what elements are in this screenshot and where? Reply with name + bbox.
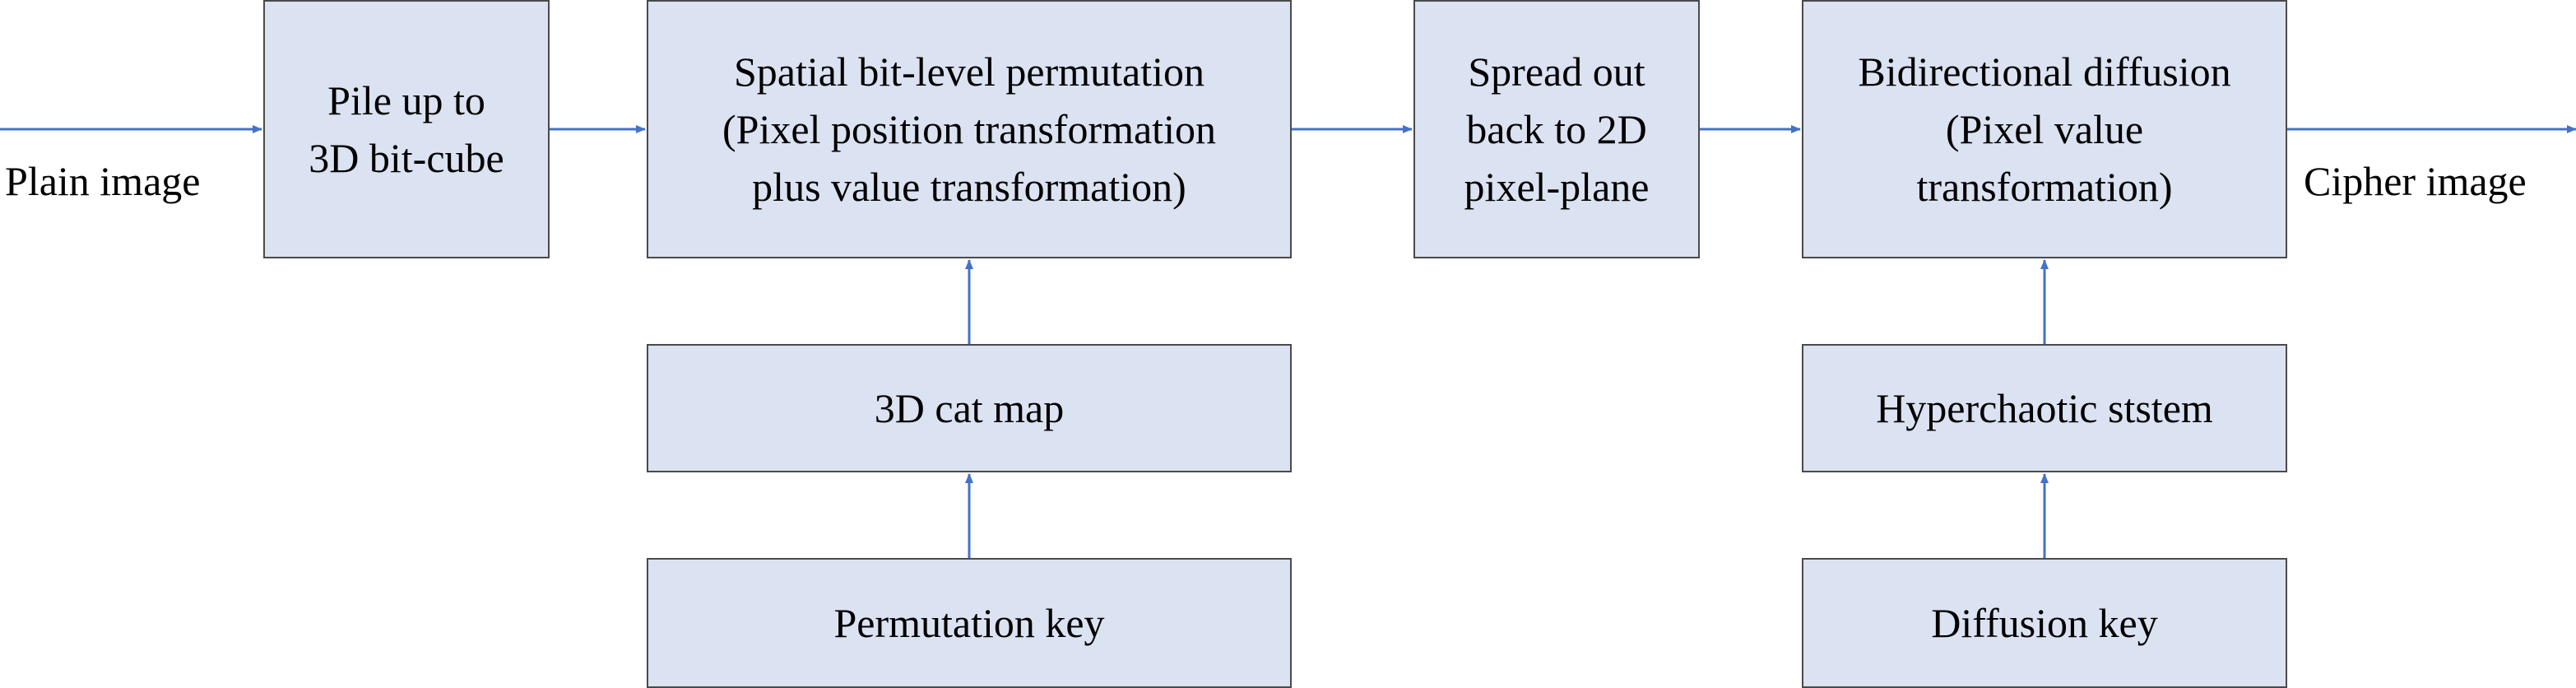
permutation-line-2: (Pixel position transformation bbox=[722, 106, 1216, 152]
pile-up-box: Pile up to 3D bit-cube bbox=[263, 0, 550, 258]
diffusion-line-3: transformation) bbox=[1916, 164, 2173, 210]
permutation-key-label: Permutation key bbox=[833, 600, 1105, 646]
cat-map-box: 3D cat map bbox=[647, 344, 1292, 472]
pile-up-line-1: Pile up to bbox=[327, 77, 485, 123]
spread-out-line-3: pixel-plane bbox=[1464, 164, 1650, 210]
spread-out-line-1: Spread out bbox=[1468, 49, 1645, 95]
permutation-key-box: Permutation key bbox=[647, 558, 1292, 688]
diffusion-box: Bidirectional diffusion (Pixel value tra… bbox=[1802, 0, 2287, 258]
plain-image-label: Plain image bbox=[5, 158, 201, 204]
diffusion-line-1: Bidirectional diffusion bbox=[1858, 49, 2231, 95]
spread-out-line-2: back to 2D bbox=[1466, 106, 1647, 152]
spread-out-box: Spread out back to 2D pixel-plane bbox=[1413, 0, 1700, 258]
permutation-line-3: plus value transformation) bbox=[752, 164, 1186, 210]
diffusion-line-2: (Pixel value bbox=[1945, 106, 2144, 152]
pile-up-line-2: 3D bit-cube bbox=[309, 135, 504, 181]
cat-map-label: 3D cat map bbox=[874, 385, 1065, 431]
diffusion-key-label: Diffusion key bbox=[1931, 600, 2158, 646]
hyperchaotic-system-label: Hyperchaotic ststem bbox=[1876, 385, 2213, 431]
cipher-image-label: Cipher image bbox=[2304, 158, 2527, 204]
hyperchaotic-system-box: Hyperchaotic ststem bbox=[1802, 344, 2287, 472]
permutation-line-1: Spatial bit-level permutation bbox=[733, 49, 1205, 95]
diffusion-key-box: Diffusion key bbox=[1802, 558, 2287, 688]
permutation-box: Spatial bit-level permutation (Pixel pos… bbox=[647, 0, 1292, 258]
